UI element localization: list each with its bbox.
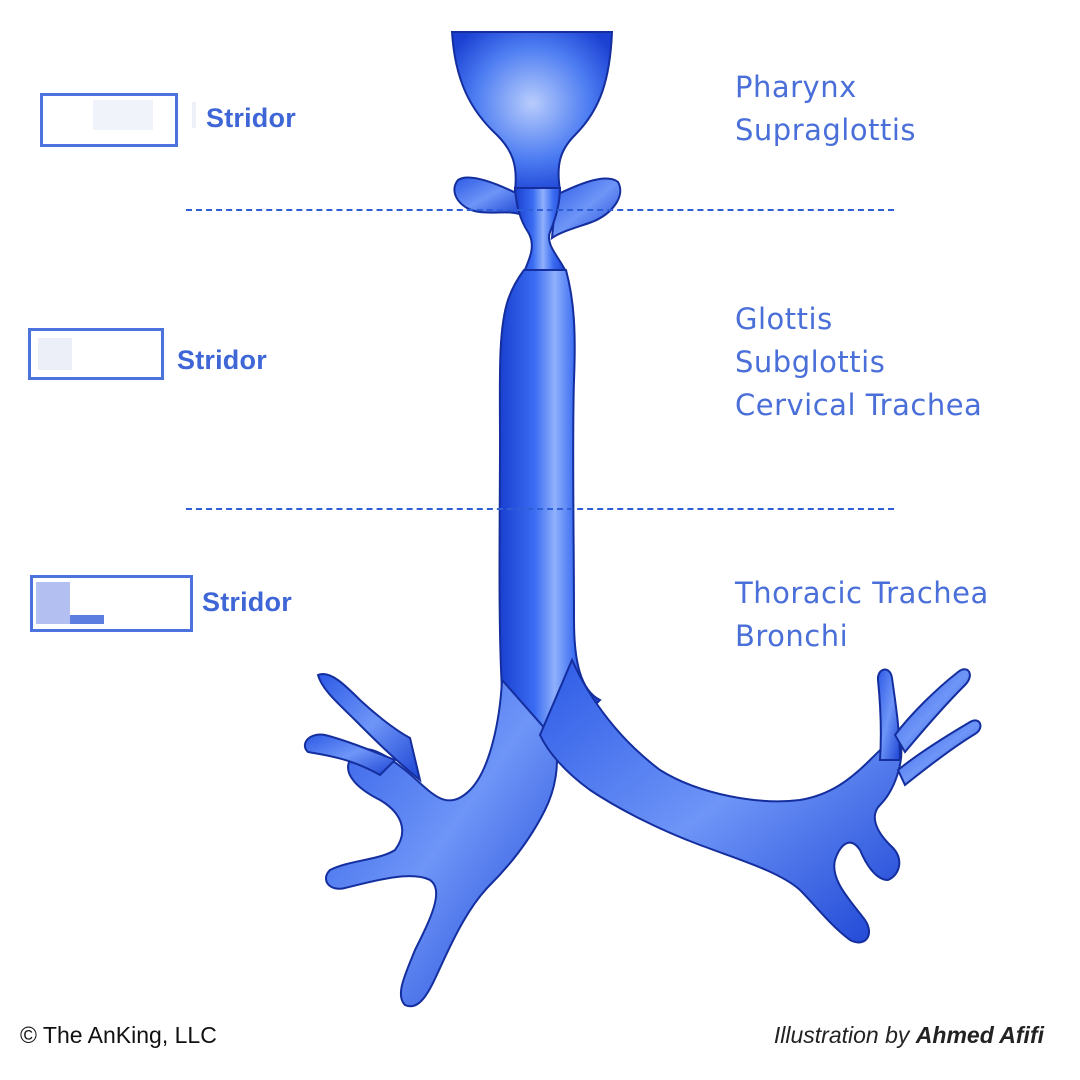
stridor-label-3: Stridor [202,587,292,617]
divider-lower [186,508,894,510]
answer-blank-box-3[interactable] [30,575,193,632]
answer-blank-box-1[interactable] [40,93,178,147]
right-bronchus-shape [538,657,903,944]
erased-text-mark [38,338,72,370]
illustration-credit: Illustration by Ahmed Afifi [774,1022,1044,1049]
region-list-lower: Thoracic Trachea Bronchi [735,572,989,658]
right-upper-branch-2-shape [893,668,971,754]
pharynx-shape [450,31,614,191]
stridor-label-2: Stridor [177,345,267,375]
region-label: Bronchi [735,619,849,653]
region-label: Supraglottis [735,113,917,147]
erased-text-mark [36,582,70,624]
divider-upper [186,209,894,211]
erased-text-mark [70,615,104,624]
left-upper-branch-2-shape [303,733,397,777]
stridor-label-1: Stridor [206,103,296,133]
copyright-text: © The AnKing, LLC [20,1022,217,1048]
left-upper-branch-shape [316,673,422,783]
region-label: Glottis [735,302,833,336]
epiglottis-right-shape [550,177,622,241]
credit-author: Ahmed Afifi [915,1022,1044,1048]
answer-blank-box-2[interactable] [28,328,164,380]
left-bronchus-shape [325,677,558,1008]
right-upper-branch-shape [876,668,902,761]
region-list-upper: Pharynx Supraglottis [735,66,916,152]
region-list-middle: Glottis Subglottis Cervical Trachea [735,298,982,427]
erased-text-mark [93,100,153,130]
epiglottis-left-shape [453,176,524,217]
region-label: Cervical Trachea [735,388,983,422]
region-label: Thoracic Trachea [735,576,989,610]
erased-text-mark [192,102,196,128]
credit-prefix: Illustration by [773,1022,916,1048]
region-label: Pharynx [735,70,857,104]
region-label: Subglottis [735,345,886,379]
right-upper-branch-3-shape [896,719,982,787]
